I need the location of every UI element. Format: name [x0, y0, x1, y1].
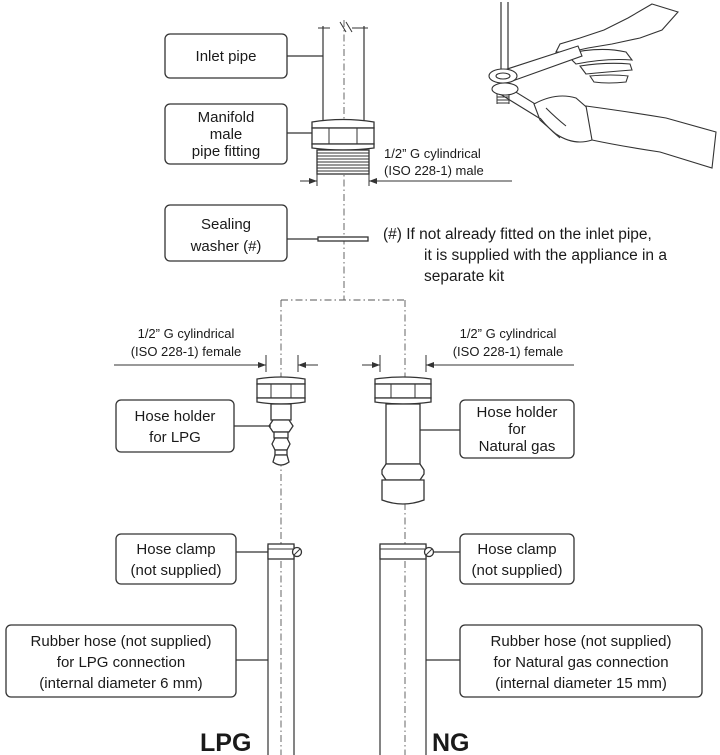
sealing-washer [317, 236, 369, 242]
center-axis-lines [280, 20, 406, 755]
lpg-hose-holder [256, 376, 306, 466]
lpg-hose-holder-label: Hose holder for LPG [115, 399, 271, 453]
sealing-text-2: washer (#) [190, 238, 262, 255]
lpg-female-label-1: 1/2” G cylindrical [138, 326, 235, 341]
sealing-text-1: Sealing [201, 216, 251, 233]
washer-note-line-1: (#) If not already fitted on the inlet p… [383, 226, 652, 243]
ng-hose-text-2: for Natural gas connection [493, 654, 668, 671]
ng-hose-clamp [379, 543, 435, 560]
ng-hose-clamp-label: Hose clamp (not supplied) [434, 533, 575, 585]
ng-clamp-text-2: (not supplied) [472, 562, 563, 579]
ng-female-label-1: 1/2” G cylindrical [460, 326, 557, 341]
ng-hose-holder-label: Hose holder for Natural gas [420, 399, 575, 459]
washer-note-line-2: it is supplied with the appliance in a [424, 247, 667, 264]
manifold-text-1: Manifold [198, 109, 255, 126]
inlet-pipe [318, 21, 368, 125]
washer-note: (#) If not already fitted on the inlet p… [383, 226, 667, 285]
lpg-female-thread-dimension: 1/2” G cylindrical (ISO 228-1) female [114, 326, 318, 372]
lpg-hose-text-2: for LPG connection [57, 654, 185, 671]
lpg-hose-text-1: Rubber hose (not supplied) [31, 633, 212, 650]
sealing-washer-label: Sealing washer (#) [164, 204, 318, 262]
ng-hose-holder [374, 376, 432, 505]
male-thread-dimension: 1/2” G cylindrical (ISO 228-1) male [300, 146, 512, 186]
ng-clamp-text-1: Hose clamp [477, 541, 556, 558]
lpg-hose-clamp [267, 543, 303, 560]
ng-female-label-2: (ISO 228-1) female [453, 344, 564, 359]
lpg-holder-text-1: Hose holder [135, 408, 216, 425]
lpg-clamp-text-1: Hose clamp [136, 541, 215, 558]
ng-female-thread-dimension: 1/2” G cylindrical (ISO 228-1) female [362, 326, 574, 372]
manifold-male-fitting [311, 118, 375, 175]
ng-rubber-hose [379, 544, 427, 755]
lpg-female-label-2: (ISO 228-1) female [131, 344, 242, 359]
inlet-pipe-label: Inlet pipe [164, 33, 323, 79]
lpg-hose-text-3: (internal diameter 6 mm) [39, 675, 202, 692]
lpg-hose-clamp-label: Hose clamp (not supplied) [115, 533, 268, 585]
ng-hose-text-3: (internal diameter 15 mm) [495, 675, 667, 692]
male-thread-label-2: (ISO 228-1) male [384, 163, 484, 178]
lpg-clamp-text-2: (not supplied) [131, 562, 222, 579]
wrench-tightening-illustration [488, 2, 717, 169]
ng-holder-text-1: Hose holder [477, 404, 558, 421]
manifold-text-3: pipe fitting [192, 143, 260, 160]
washer-note-line-3: separate kit [424, 268, 505, 285]
ng-holder-text-3: Natural gas [479, 438, 556, 455]
manifold-fitting-label: Manifold male pipe fitting [164, 103, 312, 165]
ng-hose-text-1: Rubber hose (not supplied) [491, 633, 672, 650]
ng-rubber-hose-label: Rubber hose (not supplied) for Natural g… [426, 624, 703, 698]
male-thread-label-1: 1/2” G cylindrical [384, 146, 481, 161]
manifold-text-2: male [210, 126, 243, 143]
inlet-pipe-text: Inlet pipe [196, 48, 257, 65]
ng-heading: NG [432, 729, 470, 755]
ng-holder-text-2: for [508, 421, 526, 438]
lpg-holder-text-2: for LPG [149, 429, 201, 446]
lpg-heading: LPG [200, 729, 251, 755]
lpg-rubber-hose-label: Rubber hose (not supplied) for LPG conne… [5, 624, 268, 698]
